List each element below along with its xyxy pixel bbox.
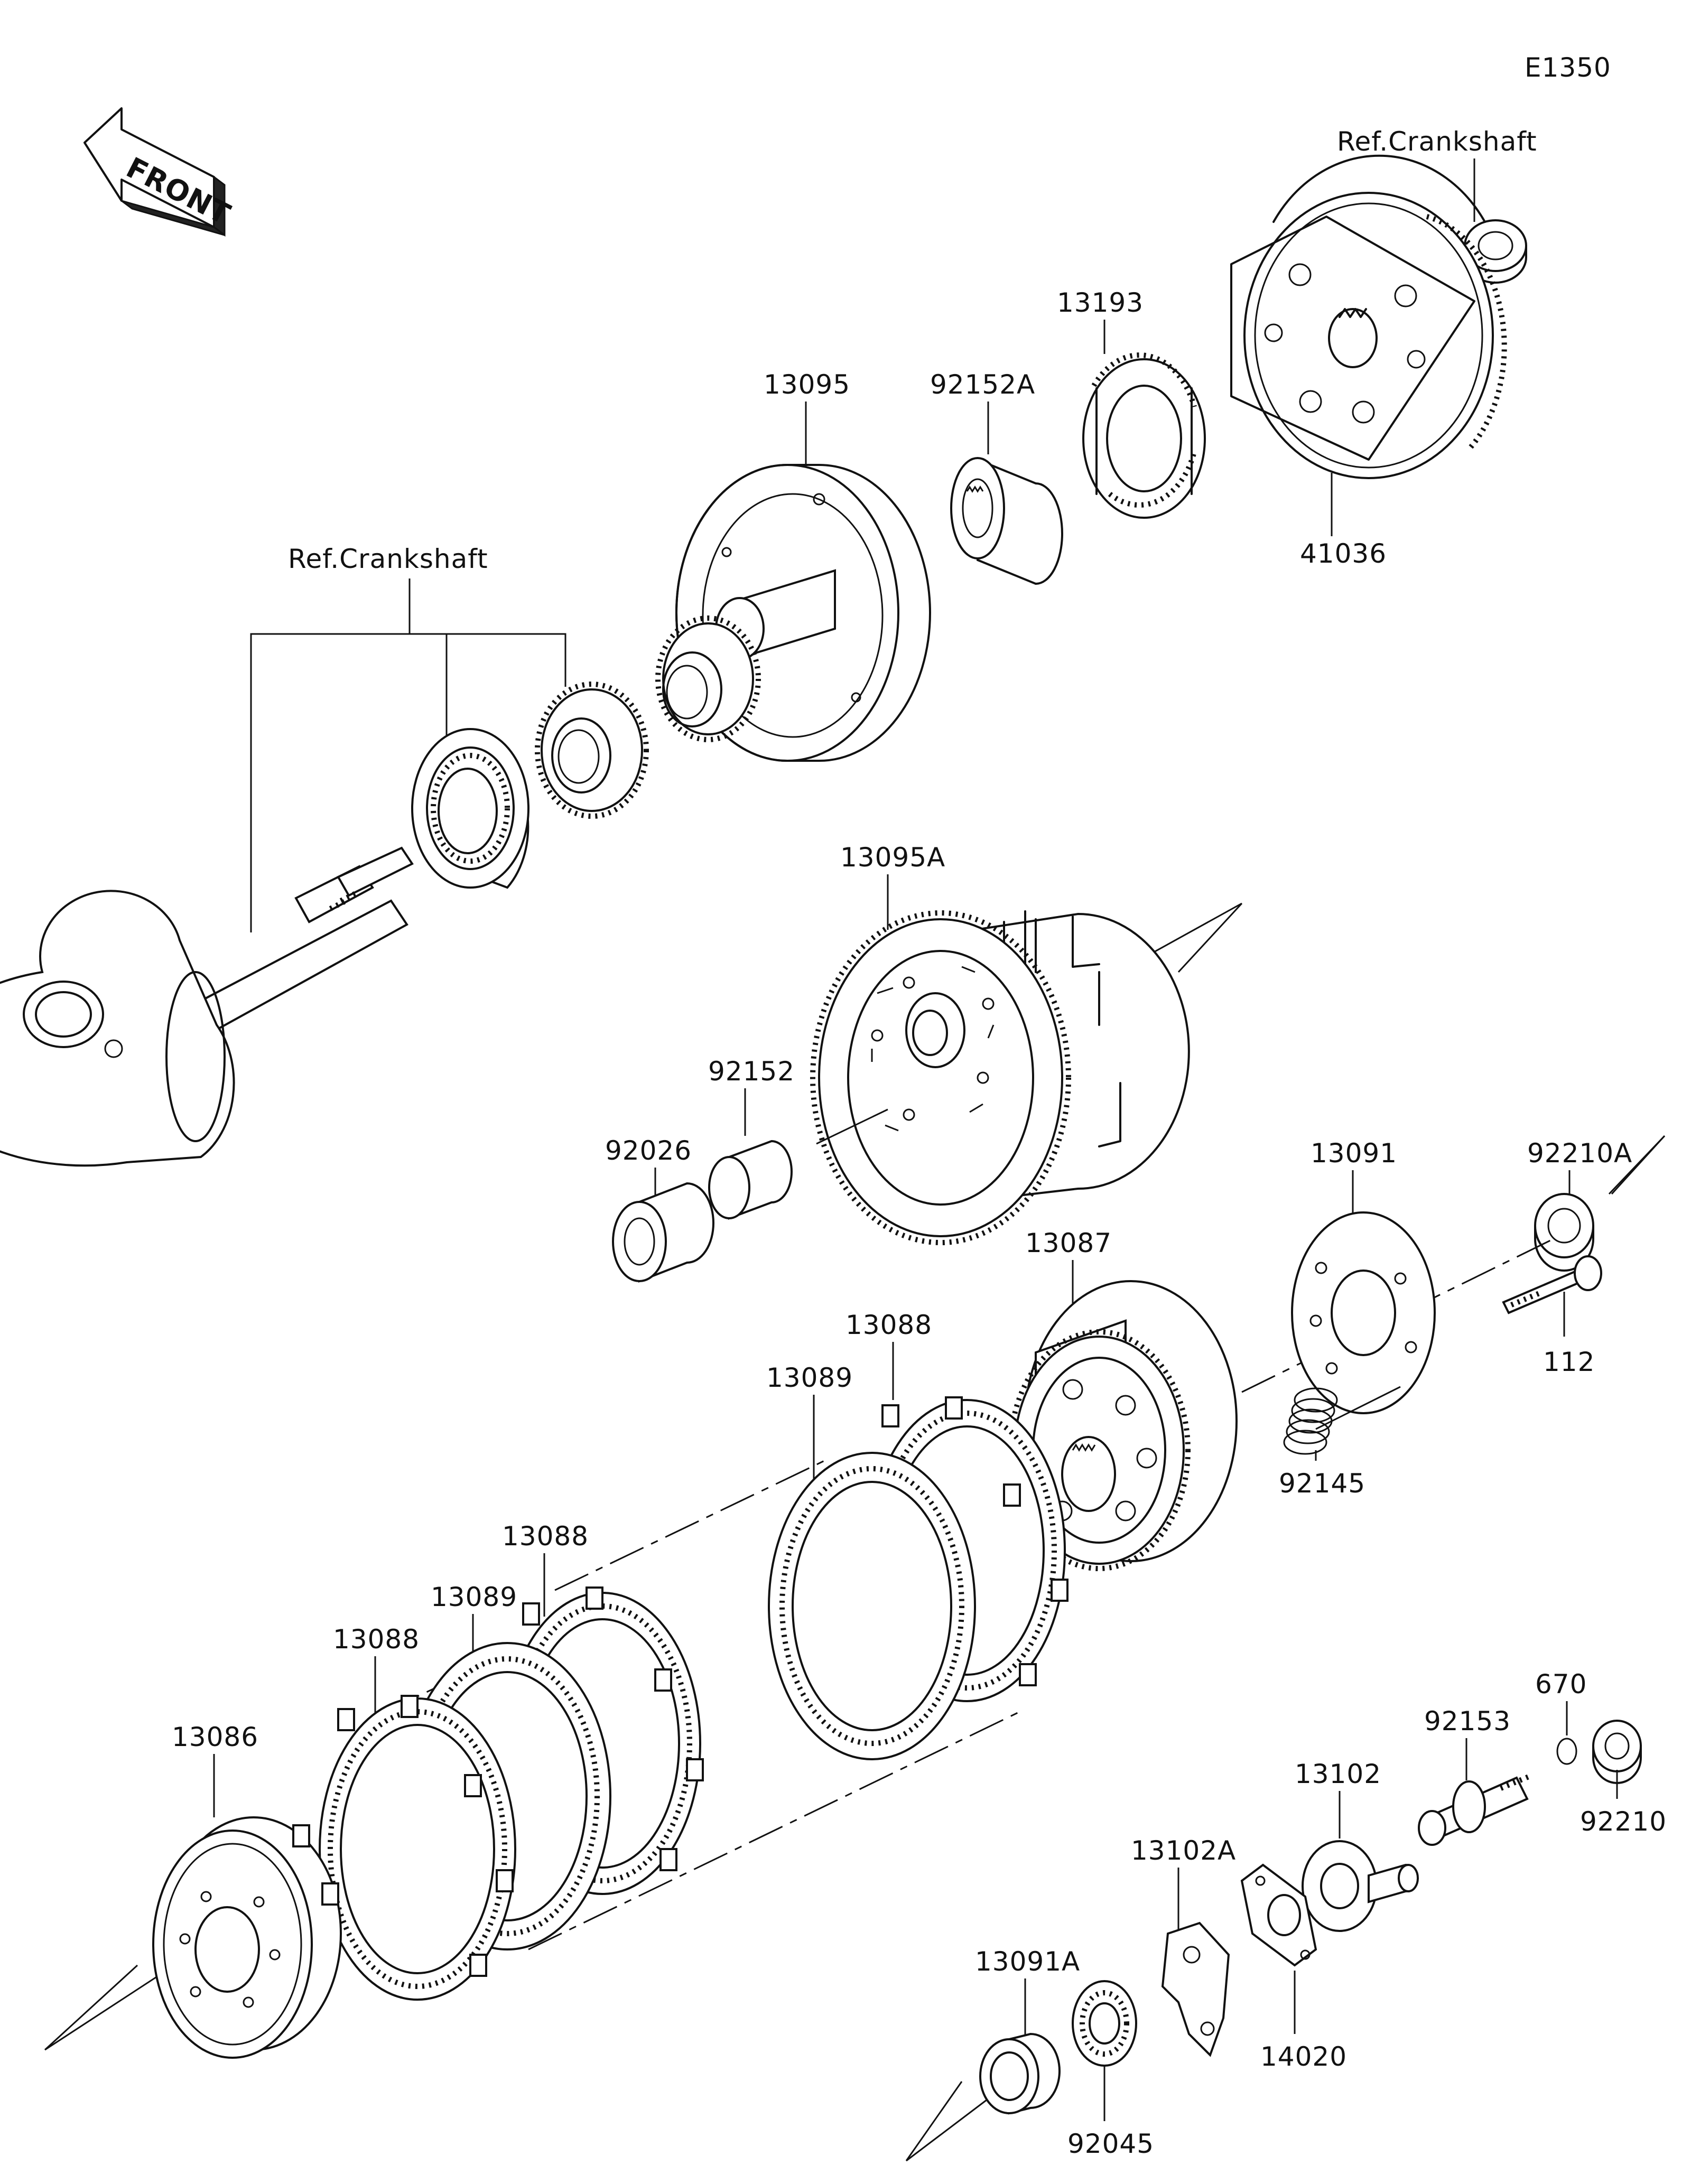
- label-13086: 13086: [172, 1722, 258, 1752]
- part-13088-friction-plate-lower: [319, 1695, 516, 2001]
- part-13102-release-cam: [1302, 1840, 1419, 1932]
- label-112: 112: [1543, 1347, 1595, 1377]
- part-92153-release-shaft: [1418, 1772, 1534, 1846]
- part-92145-spring: [1283, 1387, 1338, 1455]
- label-13087: 13087: [1025, 1228, 1112, 1258]
- part-41036-clutch-housing: [1230, 154, 1507, 479]
- label-14020: 14020: [1260, 2041, 1347, 2072]
- label-92152A: 92152A: [930, 369, 1035, 400]
- label-92153: 92153: [1424, 1706, 1511, 1737]
- crankshaft-bearing: [411, 728, 529, 889]
- label-13193: 13193: [1057, 287, 1144, 318]
- label-41036: 41036: [1300, 538, 1387, 569]
- crankshaft-gear: [535, 682, 649, 819]
- label-92045: 92045: [1067, 2129, 1154, 2159]
- label-13095: 13095: [764, 369, 850, 400]
- part-13102A-release-lever: [1161, 1921, 1230, 2057]
- ref-crankshaft-label-left: Ref.Crankshaft: [288, 544, 488, 574]
- label-670: 670: [1535, 1669, 1587, 1700]
- label-13091A: 13091A: [975, 1946, 1080, 1977]
- label-13088-upper: 13088: [846, 1310, 932, 1340]
- label-13089-lower: 13089: [431, 1582, 517, 1612]
- label-13091: 13091: [1311, 1138, 1397, 1169]
- part-92152-bushing: [708, 1140, 793, 1220]
- part-92045-bearing: [1072, 1980, 1137, 2067]
- part-13091A-lifter: [979, 2032, 1061, 2115]
- label-13102: 13102: [1295, 1759, 1381, 1789]
- crankshaft-assembly: [0, 846, 414, 1167]
- part-14020-cover: [1240, 1863, 1317, 1967]
- label-92026: 92026: [605, 1135, 692, 1166]
- drum-drive-gear: [655, 615, 761, 742]
- label-92145: 92145: [1279, 1468, 1365, 1499]
- label-13088-mid: 13088: [502, 1521, 589, 1552]
- part-13095A-clutch-basket: [810, 910, 1190, 1245]
- diagram-code: E1350: [1525, 52, 1611, 83]
- part-13089-steel-plate-upper: [768, 1452, 976, 1760]
- part-92152A-bushing: [950, 457, 1063, 585]
- label-13095A: 13095A: [840, 842, 945, 873]
- part-112-bolt: [1502, 1255, 1602, 1314]
- part-670-circlip: [1556, 1738, 1577, 1765]
- front-arrow-icon: FRONT: [83, 107, 236, 237]
- label-13102A: 13102A: [1131, 1835, 1236, 1866]
- part-13193-one-way-clutch: [1082, 352, 1206, 519]
- label-92210: 92210: [1580, 1806, 1667, 1837]
- part-92026-collar: [612, 1182, 714, 1283]
- part-13095-primary-drum: [655, 464, 931, 762]
- part-13091-pressure-plate: [1291, 1211, 1436, 1414]
- ref-crankshaft-label-top: Ref.Crankshaft: [1337, 126, 1537, 157]
- label-92152: 92152: [708, 1056, 795, 1087]
- label-13088-lower: 13088: [333, 1624, 420, 1655]
- part-13086-clutch-plate: [152, 1816, 342, 2059]
- label-13089-upper: 13089: [766, 1362, 853, 1393]
- label-92210A: 92210A: [1527, 1138, 1632, 1169]
